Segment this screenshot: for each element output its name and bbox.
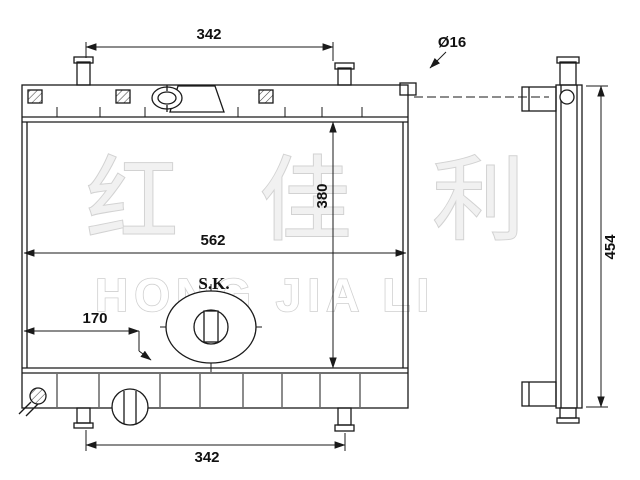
top-right-stub bbox=[399, 82, 417, 96]
top-left-mounting-pin bbox=[73, 56, 94, 86]
side-bottom-stub bbox=[556, 407, 580, 424]
top-right-mounting-pin bbox=[334, 62, 355, 86]
dim-side-height: 454 bbox=[602, 234, 619, 260]
watermark-latin-text: HONG JIA LI bbox=[95, 269, 435, 321]
filler-cap bbox=[151, 85, 225, 113]
dim-bottom-width: 342 bbox=[194, 449, 219, 466]
side-view-body bbox=[555, 84, 583, 409]
bottom-right-mounting-pin bbox=[334, 407, 355, 432]
inlet-pipe bbox=[556, 56, 580, 86]
side-bottom-fitting bbox=[521, 381, 557, 407]
dim-top-width: 342 bbox=[196, 26, 221, 43]
dim-pipe-diameter-leader bbox=[429, 51, 447, 69]
watermark-chinese-text: 红 佳 利 bbox=[86, 147, 551, 254]
dim-side-height-lines bbox=[586, 85, 608, 408]
dimension-annotations: 342 562 380 170 342 454 Ø16 bbox=[23, 26, 619, 466]
dim-offset-lines bbox=[23, 327, 152, 361]
top-boss-right bbox=[258, 89, 274, 104]
radiator-side-view bbox=[521, 56, 583, 424]
dim-top-width-lines bbox=[85, 42, 334, 61]
center-opening bbox=[160, 284, 262, 372]
dim-bottom-width-lines bbox=[85, 430, 346, 451]
dim-pipe-diameter: Ø16 bbox=[438, 34, 466, 51]
bottom-hose-boss bbox=[111, 388, 149, 426]
top-tank-ribs bbox=[56, 107, 363, 117]
bottom-tank-ribs bbox=[56, 374, 361, 407]
top-boss-mid bbox=[115, 89, 131, 104]
dim-overall-width: 562 bbox=[200, 232, 225, 249]
top-boss-left bbox=[27, 89, 43, 104]
part-label-sk: S.K. bbox=[198, 274, 229, 293]
dim-offset: 170 bbox=[82, 310, 107, 327]
radiator-front-view bbox=[18, 56, 417, 432]
drain-plug bbox=[18, 387, 47, 417]
side-top-fitting bbox=[521, 86, 575, 112]
watermark: 红 佳 利 HONG JIA LI bbox=[85, 146, 551, 322]
radiator-body-outline bbox=[21, 84, 409, 409]
dim-core-height: 380 bbox=[314, 183, 331, 208]
bottom-left-mounting-pin bbox=[73, 407, 94, 429]
